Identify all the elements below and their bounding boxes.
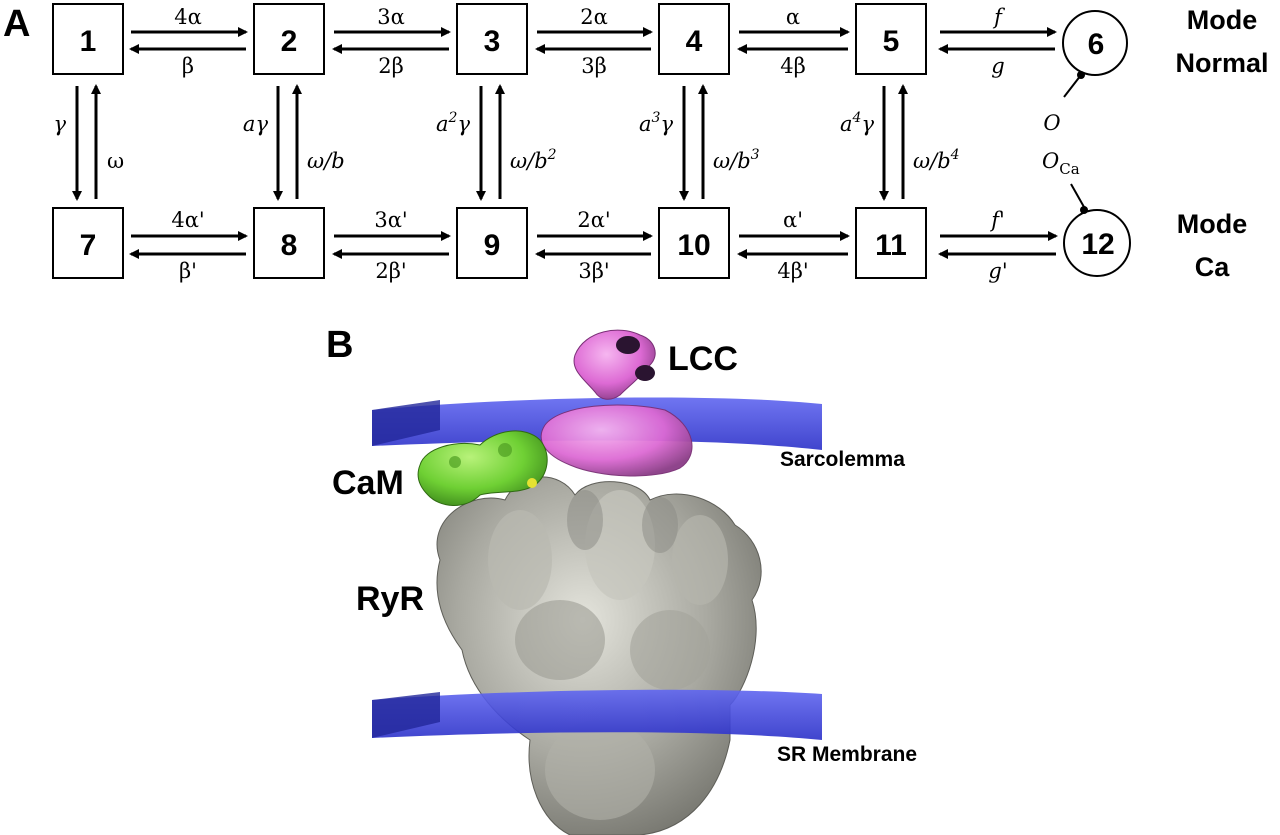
open-label-oca: OCa <box>1042 149 1080 178</box>
top-row-rates: 4α β 3α 2β 2α 3β α 4β f g <box>174 5 1005 78</box>
label-ryr: RyR <box>356 580 424 618</box>
state-box-9: 9 <box>456 207 528 279</box>
state-label: 2 <box>281 25 298 58</box>
state-label: 7 <box>80 229 97 262</box>
rate-label: 4β' <box>777 259 808 283</box>
rate-label: 3β <box>581 54 607 78</box>
cam-structure <box>417 430 548 506</box>
label-sr-membrane: SR Membrane <box>777 743 917 766</box>
rate-label: a3γ <box>639 110 673 136</box>
state-label: 9 <box>484 229 501 262</box>
rate-label: β' <box>179 259 197 283</box>
rate-label: α <box>786 5 800 29</box>
state-label: 11 <box>875 229 907 262</box>
state-box-1: 1 <box>52 3 124 75</box>
rate-label: 4α' <box>171 208 204 232</box>
open-label-o: O <box>1043 111 1060 135</box>
open-state-connectors: O OCa <box>1042 71 1088 214</box>
rate-label: f' <box>989 208 1005 232</box>
state-label: 5 <box>883 25 900 58</box>
state-box-4: 4 <box>658 3 730 75</box>
rate-label: α' <box>783 208 803 232</box>
rate-label: a4γ <box>840 110 874 136</box>
rate-label: g' <box>988 259 1007 283</box>
bottom-row-rates: 4α' β' 3α' 2β' 2α' 3β' α' 4β' f' g' <box>171 208 1007 283</box>
rate-label: 4β <box>780 54 806 78</box>
rate-label: 2α <box>580 5 608 29</box>
label-lcc: LCC <box>668 340 738 378</box>
open-state-12: 12 <box>1063 209 1131 277</box>
rate-label: γ <box>53 112 66 136</box>
panel-a-letter: A <box>3 3 30 45</box>
vertical-transitions <box>72 84 908 201</box>
top-row-transitions <box>129 27 1057 54</box>
rate-label: f <box>992 5 1005 29</box>
state-box-5: 5 <box>855 3 927 75</box>
rate-label: ω/b3 <box>713 147 760 173</box>
state-label: 10 <box>677 229 710 262</box>
state-box-11: 11 <box>855 207 927 279</box>
state-label: 12 <box>1081 228 1114 261</box>
state-box-2: 2 <box>253 3 325 75</box>
mode-ca-line2: Ca <box>1195 252 1230 282</box>
rate-label: 3α <box>377 5 405 29</box>
rate-label: 3β' <box>578 259 609 283</box>
rate-label: 4α <box>174 5 202 29</box>
label-cam: CaM <box>332 464 404 502</box>
state-box-7: 7 <box>52 207 124 279</box>
state-label: 6 <box>1088 28 1105 61</box>
rate-label: ω/b4 <box>913 147 960 173</box>
panel-b-letter: B <box>326 324 353 366</box>
mode-normal-line1: Mode <box>1187 5 1258 35</box>
rate-label: 3α' <box>374 208 407 232</box>
ryr-structure <box>436 476 762 835</box>
rate-label: g <box>991 54 1004 78</box>
rate-label: 2β <box>378 54 404 78</box>
state-label: 3 <box>484 25 501 58</box>
sr-membrane <box>372 689 822 740</box>
mode-ca-line1: Mode <box>1177 209 1248 239</box>
state-box-8: 8 <box>253 207 325 279</box>
lcc-structure <box>540 329 693 477</box>
mode-normal-line2: Normal <box>1175 48 1268 78</box>
open-state-6: 6 <box>1062 10 1128 76</box>
vertical-rates: γ ω aγ ω/b a2γ ω/b2 a3γ ω/b3 a4γ ω/b4 <box>53 110 959 173</box>
state-label: 8 <box>281 229 298 262</box>
rate-label: 2β' <box>375 259 406 283</box>
rate-label: ω/b <box>307 149 345 173</box>
state-label: 1 <box>80 25 97 58</box>
rate-label: a2γ <box>436 110 470 136</box>
state-box-10: 10 <box>658 207 730 279</box>
rate-label: ω/b2 <box>510 147 557 173</box>
state-box-3: 3 <box>456 3 528 75</box>
label-sarcolemma: Sarcolemma <box>780 448 905 471</box>
rate-label: ω <box>107 149 124 173</box>
state-label: 4 <box>686 25 703 58</box>
rate-label: aγ <box>243 112 269 136</box>
rate-label: 2α' <box>577 208 610 232</box>
rate-label: β <box>182 54 194 78</box>
bottom-row-transitions <box>129 231 1058 259</box>
